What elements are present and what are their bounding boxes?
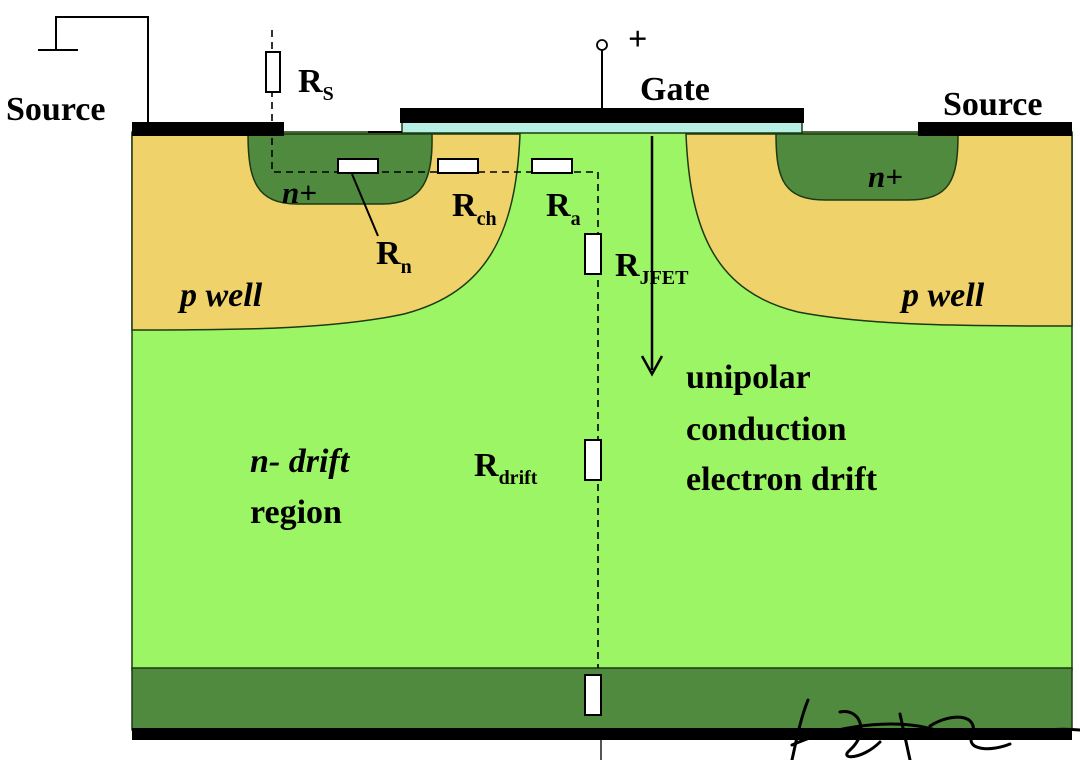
ra-label-main: R <box>546 187 571 224</box>
gate-electrode <box>400 108 804 123</box>
source-label-left: Source <box>6 91 105 128</box>
resistor-rjfet <box>584 233 602 275</box>
resistor-rdrift <box>584 439 602 481</box>
drift-region-label-line1: n- drift <box>250 443 351 480</box>
rn-label-main: R <box>376 235 401 272</box>
rn-label: Rn <box>376 235 412 278</box>
source-ground-wire <box>55 16 149 122</box>
source-metal-left <box>132 122 284 136</box>
gate-terminal-node <box>596 39 608 51</box>
rjfet-label-sub: JFET <box>640 267 690 289</box>
p-well-label-left: p well <box>177 277 263 314</box>
resistor-rn <box>337 158 379 174</box>
p-well-label-right: p well <box>899 277 985 314</box>
n-plus-right <box>775 133 959 201</box>
rn-label-sub: n <box>401 256 412 278</box>
source-label-right: Source <box>943 86 1042 123</box>
rch-label-main: R <box>452 187 477 224</box>
resistor-substrate <box>584 674 602 716</box>
rs-label-main: R <box>298 63 323 100</box>
rch-label-sub: ch <box>477 208 497 230</box>
note-unipolar: unipolar <box>686 359 811 396</box>
resistor-rch <box>437 158 479 174</box>
note-conduction: conduction <box>686 411 847 448</box>
drift-region-label-line2: region <box>250 494 342 531</box>
rdrift-label-main: R <box>474 447 499 484</box>
rdrift-label: Rdrift <box>474 447 538 489</box>
rs-label: RS <box>298 63 334 105</box>
rch-label: Rch <box>452 187 497 230</box>
rjfet-label-main: R <box>615 247 640 284</box>
rjfet-label: RJFET <box>615 247 689 289</box>
arrow-head-icon <box>640 355 664 377</box>
gate-plus-label: + <box>628 21 647 58</box>
rs-label-sub: S <box>323 83 334 105</box>
ra-label: Ra <box>546 187 581 230</box>
n-plus-label-left: n+ <box>282 175 317 210</box>
p-well-right <box>685 133 1073 327</box>
handwritten-signature <box>790 698 1080 760</box>
drift-region-label-text: n- drift <box>250 443 351 480</box>
source-metal-right <box>918 122 1072 136</box>
current-path-dashed <box>271 30 599 668</box>
rn-leader-line <box>351 173 379 237</box>
gate-label: Gate <box>640 71 710 108</box>
note-electron-drift: electron drift <box>686 461 878 498</box>
resistor-rs <box>265 51 281 93</box>
gate-oxide <box>401 121 803 134</box>
n-plus-label-right: n+ <box>868 159 903 194</box>
rdrift-label-sub: drift <box>499 467 538 489</box>
ra-label-sub: a <box>571 208 581 230</box>
resistor-ra <box>531 158 573 174</box>
